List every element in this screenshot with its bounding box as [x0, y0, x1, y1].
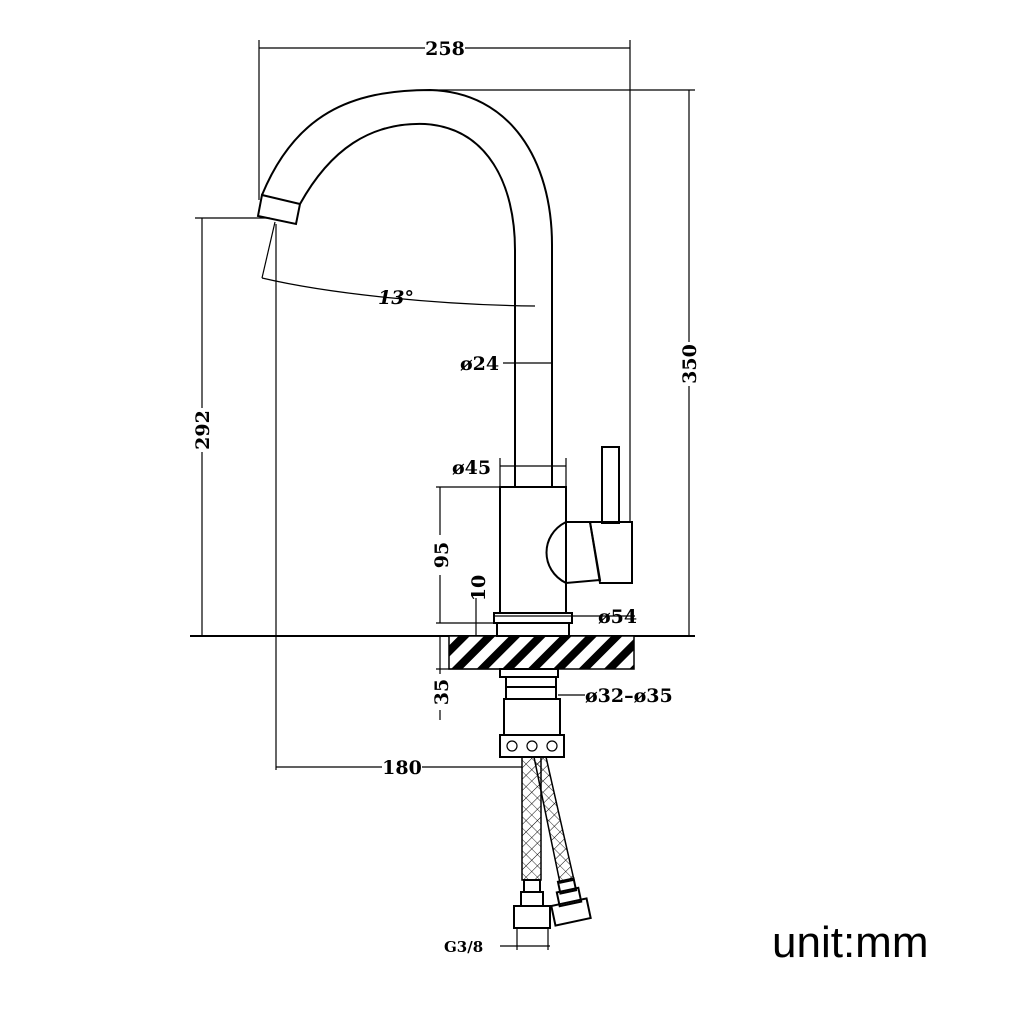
label-angle: 13°: [378, 287, 414, 309]
label-mount-depth: 35: [431, 679, 453, 705]
mounting-shank: [499, 668, 565, 758]
label-reach: 180: [382, 757, 422, 779]
countertop: [190, 635, 695, 670]
label-body-height: 95: [431, 542, 453, 568]
label-width-total: 258: [425, 38, 465, 60]
dimension-labels: 258 350 292 13° ø24 ø45 95 10 ø54 35 ø32…: [191, 36, 701, 956]
label-body-dia: ø45: [452, 457, 491, 479]
label-spout-dia: ø24: [460, 353, 499, 375]
label-base-height: 10: [468, 575, 490, 601]
label-height-total: 350: [679, 344, 701, 384]
label-shank-dia: ø32–ø35: [585, 685, 673, 707]
supply-hoses: [513, 756, 592, 929]
label-base-dia: ø54: [598, 606, 637, 628]
label-thread: G3/8: [444, 938, 483, 956]
faucet-body: [493, 446, 633, 637]
unit-label: unit:mm: [772, 918, 929, 967]
label-spout-height: 292: [192, 410, 214, 450]
